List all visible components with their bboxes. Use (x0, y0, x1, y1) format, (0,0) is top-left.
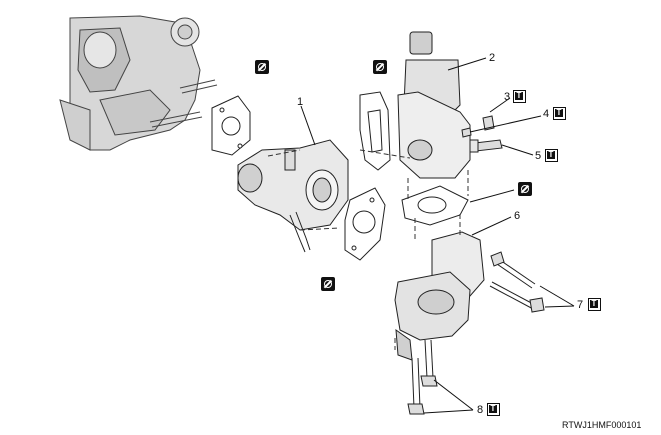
alignment-lines (267, 149, 469, 350)
gasket-manifold (211, 95, 251, 156)
gasket-adapter (344, 187, 386, 261)
callout-8: 8 (477, 404, 484, 416)
bolt-4 (461, 127, 472, 138)
bolt-3 (482, 115, 495, 131)
egr-valve (397, 31, 471, 179)
callout-5: 5 (535, 150, 542, 162)
torque-spec-letter: T (515, 91, 523, 100)
torque-spec-icon: T (487, 403, 500, 416)
callout-3: 3 (504, 91, 511, 103)
gasket-lower (401, 185, 469, 226)
gasket-egr-valve (359, 91, 391, 171)
bolt-8-left (407, 357, 425, 415)
callout-7: 7 (577, 299, 584, 311)
torque-spec-icon: T (513, 90, 526, 103)
bolt-5 (469, 139, 503, 153)
leader-lines (300, 57, 575, 414)
torque-spec-letter: T (555, 108, 563, 117)
manifold-studs (149, 79, 218, 128)
callout-6: 6 (514, 210, 521, 222)
callout-2: 2 (489, 52, 496, 64)
bolt-8-right (420, 339, 438, 387)
callout-1: 1 (297, 96, 304, 108)
do-not-reuse-icon (518, 182, 532, 196)
do-not-reuse-icon (321, 277, 335, 291)
torque-spec-icon: T (588, 298, 601, 311)
intake-manifold (59, 15, 201, 151)
torque-spec-letter: T (590, 299, 598, 308)
torque-spec-icon: T (545, 149, 558, 162)
do-not-reuse-icon (255, 60, 269, 74)
do-not-reuse-icon (373, 60, 387, 74)
egr-adapter (237, 139, 349, 253)
figure-code: RTWJ1HMF000101 (562, 420, 642, 430)
torque-spec-icon: T (553, 107, 566, 120)
bolt-7-lower (489, 281, 545, 313)
bolt-7-upper (490, 251, 536, 289)
egr-lower-housing (394, 231, 485, 361)
torque-spec-letter: T (547, 150, 555, 159)
torque-spec-letter: T (489, 404, 497, 413)
callout-4: 4 (543, 108, 550, 120)
